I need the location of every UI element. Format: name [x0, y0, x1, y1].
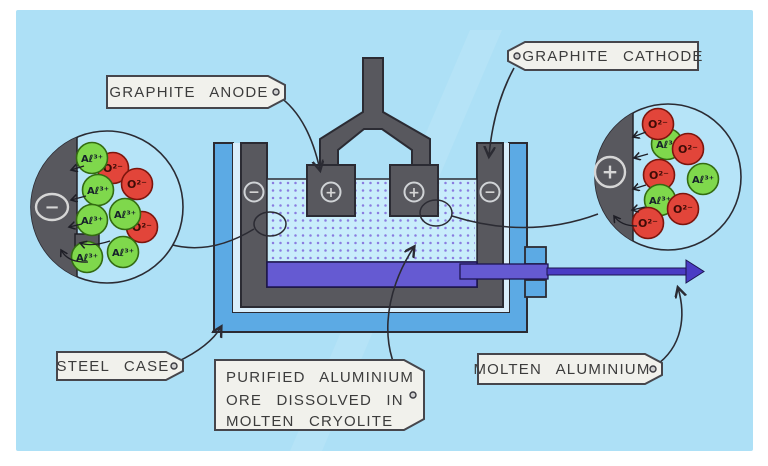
minus-symbol-inset — [34, 192, 70, 222]
tag-hole — [409, 391, 417, 399]
ion-migration-arrows-left — [61, 166, 111, 263]
molten-aluminium-tag: MOLTEN ALUMINIUM — [473, 353, 663, 385]
oxide-ion: O²⁻ — [120, 167, 154, 201]
ion-label: O²⁻ — [103, 162, 123, 175]
ion-label: O²⁻ — [127, 178, 147, 191]
tag-label: MOLTEN ALUMINIUM — [473, 361, 650, 378]
ion-label: Aℓ³⁺ — [692, 175, 714, 186]
molten-aluminium-outflow-arrow — [546, 259, 705, 284]
tag-label: GRAPHITE CATHODE — [522, 48, 703, 65]
aluminium-ion: Aℓ³⁺ — [108, 197, 142, 231]
tag-hole — [513, 52, 521, 60]
ion-label: Aℓ³⁺ — [76, 253, 98, 264]
ion-label: O²⁻ — [649, 169, 669, 182]
tag-hole — [170, 362, 178, 370]
oxide-ion: O²⁻ — [666, 192, 700, 226]
inset-left-circle: − O²⁻ O²⁻ Aℓ³⁺ Aℓ³⁺ O²⁻ Aℓ³⁺ Aℓ³⁺ Aℓ³⁺ A… — [30, 130, 184, 284]
ion-label: Aℓ³⁺ — [649, 196, 671, 207]
plus-glyph: + — [325, 185, 337, 201]
minus-glyph: − — [248, 185, 260, 201]
aluminium-ion: Aℓ³⁺ — [686, 162, 720, 196]
ion-label: O²⁻ — [638, 217, 658, 230]
tag-hole — [649, 365, 657, 373]
ion-label: Aℓ³⁺ — [656, 140, 678, 151]
plus-glyph: + — [602, 160, 619, 184]
ion-label: O²⁻ — [673, 203, 693, 216]
aluminium-ion: Aℓ³⁺ — [106, 235, 140, 269]
minus-symbol-left-wall: − — [243, 181, 265, 203]
inset-left-link-line — [168, 228, 255, 249]
left-anode-block — [306, 164, 356, 217]
minus-glyph: − — [44, 197, 59, 218]
steel-case-tag: STEEL CASE — [56, 351, 184, 381]
inset-right-circle: + Aℓ³⁺ O²⁻ O²⁻ O²⁻ Aℓ³⁺ Aℓ³⁺ O²⁻ O²⁻ — [593, 103, 742, 251]
plus-symbol-inset — [593, 155, 627, 189]
tag-label-line2: ORE DISSOLVED IN — [226, 392, 404, 409]
minus-glyph: − — [484, 185, 496, 201]
ion-label: Aℓ³⁺ — [81, 154, 103, 165]
zoom-source-circle-right — [419, 199, 453, 227]
ion-label: Aℓ³⁺ — [112, 248, 134, 259]
ion-label: O²⁻ — [678, 143, 698, 156]
plus-glyph: + — [408, 185, 420, 201]
anode-yoke — [319, 57, 431, 167]
oxide-ion: O²⁻ — [631, 206, 665, 240]
tag-label: STEEL CASE — [57, 358, 170, 375]
ion-label: Aℓ³⁺ — [87, 186, 109, 197]
electrolyte-dots — [269, 181, 475, 260]
aluminium-ion: Aℓ³⁺ — [70, 240, 104, 274]
plus-symbol-right-anode: + — [403, 181, 425, 203]
aluminium-ion: Aℓ³⁺ — [75, 203, 109, 237]
molten-aluminium-layer — [266, 261, 478, 288]
aluminium-ion: Aℓ³⁺ — [81, 173, 115, 207]
plus-symbol-left-anode: + — [320, 181, 342, 203]
tag-label: GRAPHITE ANODE — [109, 84, 268, 101]
minus-symbol-right-wall: − — [479, 181, 501, 203]
spout-lower-tab — [524, 279, 547, 298]
right-anode-block — [389, 164, 439, 217]
graphite-cathode-tag: GRAPHITE CATHODE — [507, 41, 703, 71]
tag-label-line1: PURIFIED ALUMINIUM — [226, 369, 414, 386]
purified-ore-tag: PURIFIED ALUMINIUM ORE DISSOLVED IN MOLT… — [214, 359, 425, 431]
molten-aluminium-pointer-line — [654, 288, 682, 367]
oxide-ion: O²⁻ — [671, 132, 705, 166]
cathode-pointer-line — [489, 67, 515, 156]
outflow-channel — [459, 263, 549, 280]
ion-label: O²⁻ — [648, 118, 668, 131]
spout-upper-tab — [524, 246, 547, 265]
graphite-anode-tag: GRAPHITE ANODE — [106, 75, 286, 109]
tag-label-line3: MOLTEN CRYOLITE — [226, 413, 393, 430]
ion-label: Aℓ³⁺ — [81, 216, 103, 227]
zoom-source-circle-left — [253, 211, 287, 237]
oxide-ion: O²⁻ — [641, 107, 675, 141]
tag-hole — [272, 88, 280, 96]
aluminium-ion: Aℓ³⁺ — [75, 141, 109, 175]
ion-label: Aℓ³⁺ — [114, 210, 136, 221]
inset-right-link-line — [451, 213, 599, 229]
ion-migration-arrows-right — [614, 132, 649, 227]
